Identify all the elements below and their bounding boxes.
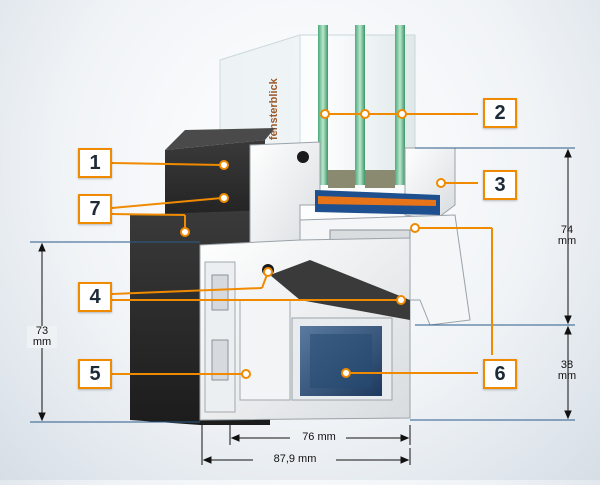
callout-5-number: 5 bbox=[89, 363, 101, 385]
glass-pane-3 bbox=[395, 25, 405, 185]
dim-sash-height-value: 74 bbox=[560, 224, 574, 236]
spacer-1 bbox=[328, 170, 355, 188]
dimension-lines bbox=[30, 147, 575, 423]
callout-1-number: 1 bbox=[89, 152, 101, 174]
callout-1: 1 bbox=[78, 148, 112, 178]
callout-7: 7 bbox=[78, 194, 112, 224]
callout-dots bbox=[180, 109, 446, 379]
dim-total-depth: 87,9 mm bbox=[273, 453, 317, 465]
dim-frame-height-value: 73 bbox=[35, 325, 49, 337]
dim-frame-height-unit: mm bbox=[32, 336, 52, 348]
callout-5: 5 bbox=[78, 359, 112, 389]
dim-sash-height: 74 mm bbox=[552, 225, 582, 247]
spacer-2 bbox=[365, 170, 395, 188]
callout-7-number: 7 bbox=[89, 198, 101, 220]
dimension-arrows bbox=[38, 148, 572, 465]
callout-3: 3 bbox=[483, 170, 517, 200]
dim-lower-height-value: 38 bbox=[560, 359, 574, 371]
callout-2-number: 2 bbox=[494, 102, 506, 124]
frame-profile bbox=[199, 237, 411, 421]
dim-lower-height-unit: mm bbox=[557, 370, 577, 382]
glass-pane-2 bbox=[355, 25, 365, 185]
gasket-top bbox=[297, 151, 309, 163]
brand-logo: fensterblick bbox=[268, 77, 280, 140]
dim-lower-height: 38 mm bbox=[552, 360, 582, 382]
callout-6: 6 bbox=[483, 359, 517, 389]
glass-unit: fensterblick bbox=[219, 25, 416, 188]
dim-frame-depth: 76 mm bbox=[302, 431, 336, 443]
dim-frame-height: 73 mm bbox=[27, 326, 57, 348]
callout-4: 4 bbox=[78, 282, 112, 312]
callout-4-number: 4 bbox=[89, 286, 101, 308]
callout-2: 2 bbox=[483, 98, 517, 128]
callout-6-number: 6 bbox=[494, 363, 506, 385]
dim-sash-height-unit: mm bbox=[557, 235, 577, 247]
callout-leaders bbox=[111, 113, 493, 375]
callout-3-number: 3 bbox=[494, 174, 506, 196]
glass-pane-1 bbox=[318, 25, 328, 185]
